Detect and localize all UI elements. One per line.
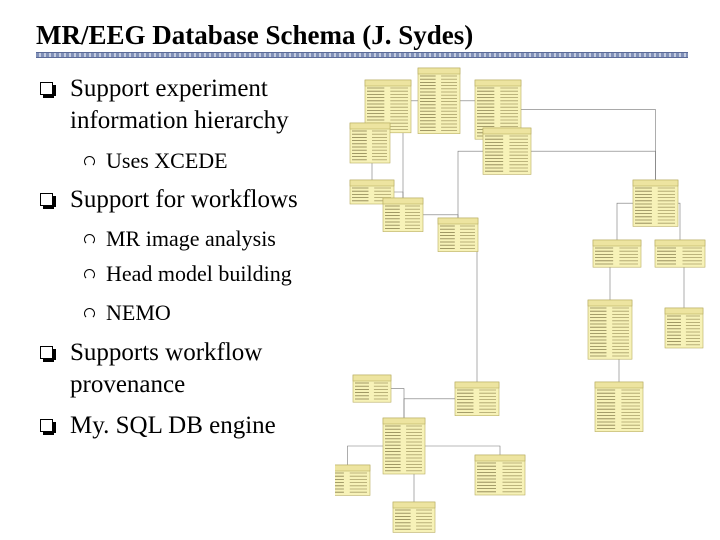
schema-table-header <box>474 454 526 462</box>
bullet-text-line: information hierarchy <box>70 107 289 134</box>
schema-table-header <box>364 79 412 87</box>
schema-table-header <box>664 307 704 315</box>
schema-table <box>587 299 633 360</box>
schema-table <box>592 239 642 268</box>
schema-table <box>594 381 644 432</box>
bullet-text-line: Support for workflows <box>70 186 298 213</box>
schema-table <box>437 217 479 252</box>
schema-table <box>482 127 532 175</box>
sub-bullet-text: NEMO <box>106 300 171 325</box>
schema-table-header <box>594 381 644 389</box>
bullet-text-line: provenance <box>70 371 186 398</box>
sub-bullet-mr: MR image analysis <box>84 225 276 253</box>
schema-table-header <box>482 127 532 135</box>
slide-title: MR/EEG Database Schema (J. Sydes) <box>36 20 474 50</box>
schema-table-box <box>482 127 532 175</box>
bullet-provenance: Supports workflow provenance <box>40 337 263 401</box>
schema-table <box>632 179 679 227</box>
schema-table-header <box>454 381 500 389</box>
schema-table-header <box>352 374 392 382</box>
sub-bullet-ring-icon <box>84 156 95 167</box>
schema-table-header <box>382 417 426 425</box>
schema-table-header <box>437 217 479 225</box>
schema-table-header <box>382 197 424 205</box>
sub-bullet-ring-icon <box>84 269 95 280</box>
schema-table-box <box>632 179 679 227</box>
bullet-box-icon <box>40 82 56 98</box>
sub-bullet-text: Head model building <box>106 261 292 286</box>
schema-table-box <box>594 381 644 432</box>
schema-table <box>474 454 526 496</box>
bullet-box-icon <box>40 419 56 435</box>
database-schema-diagram <box>335 67 706 533</box>
schema-table-header <box>592 239 642 247</box>
schema-table-header <box>654 239 706 247</box>
schema-table-header <box>335 464 371 472</box>
schema-table <box>417 67 461 134</box>
schema-table-header <box>632 179 679 187</box>
schema-table-header <box>349 122 391 130</box>
schema-table-header <box>474 79 522 87</box>
schema-table <box>454 381 500 416</box>
bullet-box-icon <box>40 346 56 362</box>
schema-table <box>335 464 371 496</box>
bullet-text-line: Supports workflow <box>70 339 263 366</box>
sub-bullet-ring-icon <box>84 308 95 319</box>
title-divider <box>36 52 688 58</box>
schema-table-box <box>587 299 633 360</box>
schema-table <box>352 374 392 403</box>
sub-bullet-xcede: Uses XCEDE <box>84 147 228 175</box>
sub-bullet-head-model: Head model building <box>84 260 292 288</box>
bullet-box-icon <box>40 193 56 209</box>
schema-table <box>382 417 426 475</box>
schema-table <box>664 307 704 349</box>
schema-table <box>382 197 424 232</box>
schema-table-header <box>349 179 395 187</box>
bullet-experiment-hierarchy: Support experiment information hierarchy <box>40 73 289 137</box>
sub-bullet-text: Uses XCEDE <box>106 148 228 173</box>
sub-bullet-ring-icon <box>84 234 95 245</box>
sub-bullet-nemo: NEMO <box>84 299 171 327</box>
schema-table <box>392 501 436 533</box>
schema-table <box>654 239 706 268</box>
bullet-workflows: Support for workflows <box>40 184 298 216</box>
schema-table-header <box>392 501 436 509</box>
sub-bullet-text: MR image analysis <box>106 226 276 251</box>
bullet-text-line: My. SQL DB engine <box>70 412 276 439</box>
bullet-db-engine: My. SQL DB engine <box>40 410 276 442</box>
schema-table-header <box>417 67 461 75</box>
schema-table-header <box>587 299 633 307</box>
schema-table <box>349 122 391 164</box>
schema-relation-line <box>498 109 656 204</box>
schema-relation-line <box>458 234 478 399</box>
bullet-text-line: Support experiment <box>70 75 268 102</box>
